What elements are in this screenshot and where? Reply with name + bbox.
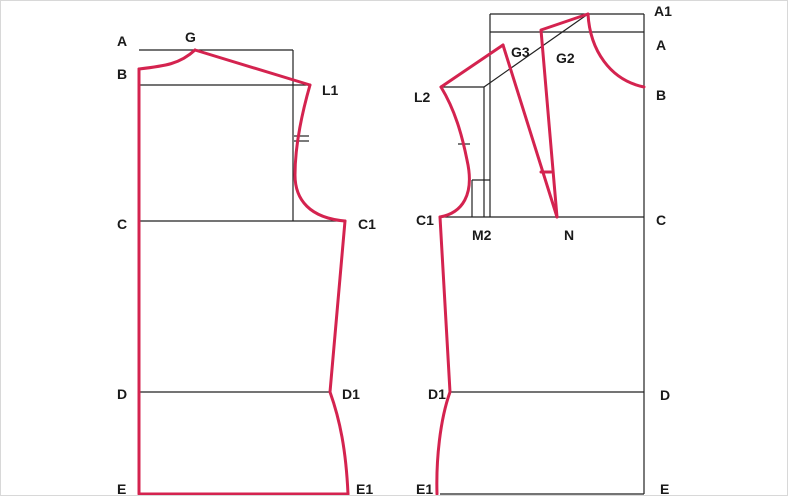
back-panel: A G B L1 C C1 D D1 E E1	[117, 29, 376, 497]
label-back-d: D	[117, 386, 127, 402]
label-front-g2: G2	[556, 50, 575, 66]
label-front-a1: A1	[654, 3, 672, 19]
front-armhole	[438, 85, 471, 219]
front-diagonal-guide	[483, 13, 589, 88]
label-front-m2: M2	[472, 227, 492, 243]
label-front-c1: C1	[416, 212, 434, 228]
label-back-b: B	[117, 66, 127, 82]
front-dart-left-leg	[501, 43, 559, 219]
label-back-c1: C1	[358, 216, 376, 232]
back-armhole	[293, 83, 347, 223]
front-construction-lines	[440, 13, 645, 495]
label-front-d1: D1	[428, 386, 446, 402]
front-panel: A1 A G3 G2 L2 B C1 M2 N C D1 D E1 E	[414, 3, 672, 497]
label-back-d1: D1	[342, 386, 360, 402]
label-back-e: E	[117, 481, 126, 496]
front-neckline	[586, 12, 646, 89]
front-dart-right-leg	[539, 12, 590, 219]
label-back-l1: L1	[322, 82, 339, 98]
label-back-g: G	[185, 29, 196, 45]
label-front-a: A	[656, 37, 666, 53]
back-side-seam	[328, 219, 350, 496]
label-front-d: D	[660, 387, 670, 403]
label-back-a: A	[117, 33, 127, 49]
back-labels: A G B L1 C C1 D D1 E E1	[117, 29, 376, 497]
label-front-e1: E1	[416, 481, 433, 496]
back-neckline	[137, 48, 197, 71]
front-pattern-outline	[435, 12, 646, 496]
front-shoulder	[439, 43, 505, 89]
label-front-g3: G3	[511, 44, 530, 60]
label-back-e1: E1	[356, 481, 373, 496]
back-center-line	[137, 67, 350, 496]
back-shoulder	[193, 48, 312, 87]
front-side-seam	[435, 215, 452, 496]
label-back-c: C	[117, 216, 127, 232]
front-labels: A1 A G3 G2 L2 B C1 M2 N C D1 D E1 E	[414, 3, 672, 497]
back-pattern-outline	[137, 48, 350, 496]
label-front-l2: L2	[414, 89, 431, 105]
label-front-e: E	[660, 481, 669, 496]
label-front-n: N	[564, 227, 574, 243]
back-construction-lines	[139, 49, 348, 495]
label-front-c: C	[656, 212, 666, 228]
label-front-b: B	[656, 87, 666, 103]
